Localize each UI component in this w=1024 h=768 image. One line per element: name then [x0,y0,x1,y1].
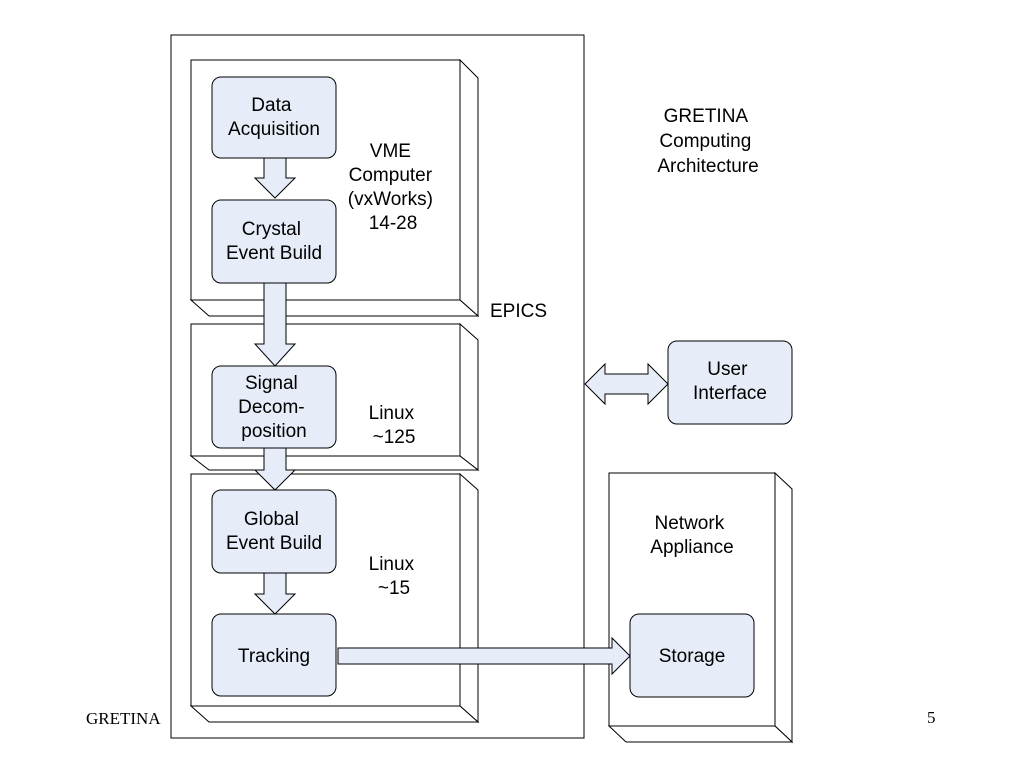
arrow-global-to-tracking [253,572,297,615]
signal-decomposition-label: Signal Decom- position [238,373,310,442]
signal-decomposition-node [211,365,337,449]
arrow-signal-to-global [253,447,297,491]
data-acquisition-label: Data Acquisition [228,95,320,140]
user-interface-node [667,340,793,425]
vme-computer-label: VME Computer (vxWorks) 14-28 [348,141,438,234]
linux-125-label: Linux ~125 [369,403,420,448]
arrow-acq-to-crystal [253,157,297,199]
global-event-build-label: Global Event Build [226,509,322,554]
arrow-epics-user-interface [584,362,669,406]
user-interface-label: User Interface [693,359,767,404]
storage-label: Storage [659,646,726,667]
diagram-title: GRETINA Computing Architecture [657,106,758,177]
arrow-crystal-to-signal [253,282,297,367]
arrow-tracking-to-storage [337,636,631,676]
footer-left-text: GRETINA [86,709,161,728]
global-event-build-node [211,489,337,574]
tracking-node [211,613,337,697]
storage-node [629,613,755,698]
epics-label: EPICS [490,301,547,322]
crystal-event-build-label: Crystal Event Build [226,219,322,264]
network-appliance-label: Network Appliance [650,513,733,558]
data-acquisition-node [211,76,337,159]
page-number: 5 [927,708,936,727]
tracking-label: Tracking [238,646,310,667]
linux-15-label: Linux ~15 [369,554,420,599]
crystal-event-build-node [211,199,337,284]
